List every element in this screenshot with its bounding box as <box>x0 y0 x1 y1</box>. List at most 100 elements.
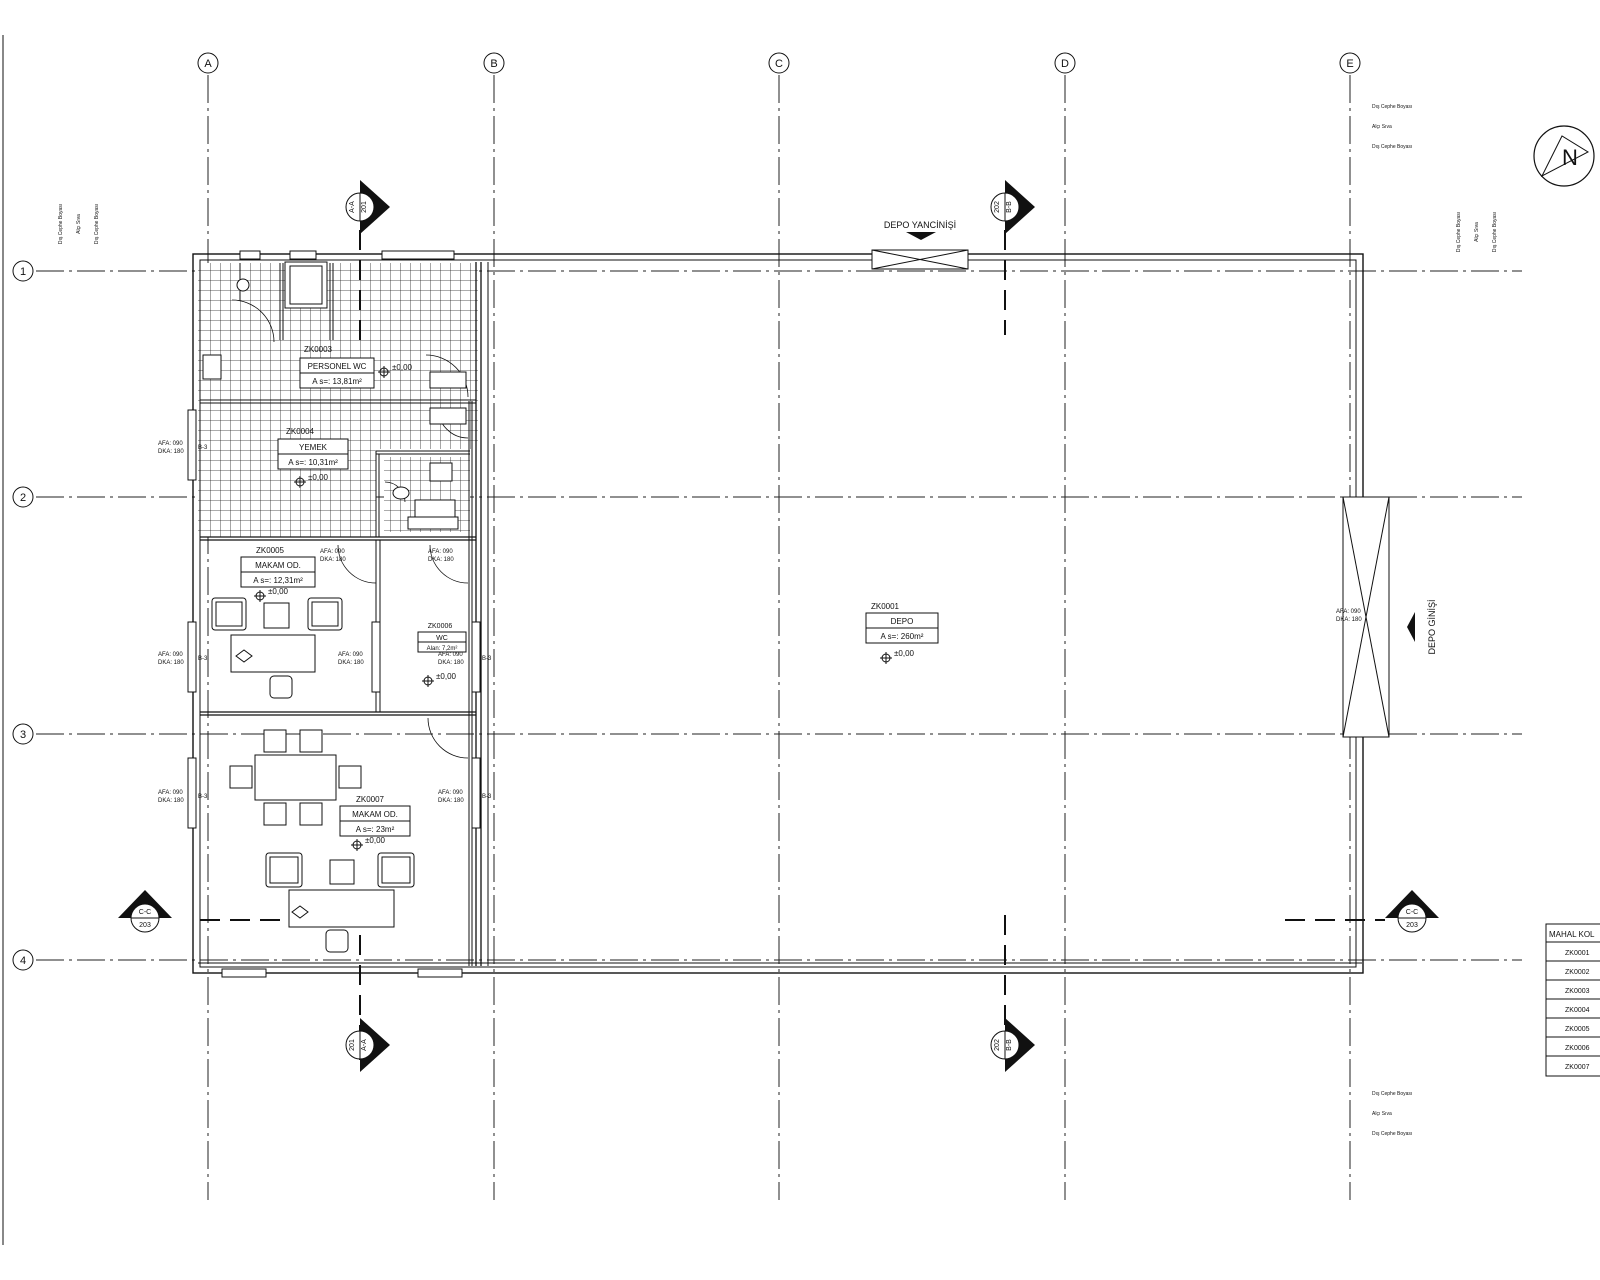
svg-text:Dış Cephe Boyası: Dış Cephe Boyası <box>58 204 64 244</box>
svg-text:203: 203 <box>139 922 151 929</box>
svg-text:202: 202 <box>994 201 1001 213</box>
svg-text:±0,00: ±0,00 <box>365 836 386 845</box>
schedule-row: ZK0006 <box>1565 1045 1590 1052</box>
svg-text:ZK0005: ZK0005 <box>256 546 285 555</box>
svg-text:DEPO YANCİNİŞİ: DEPO YANCİNİŞİ <box>884 220 956 230</box>
svg-text:ZK0007: ZK0007 <box>356 795 385 804</box>
svg-text:DEPO: DEPO <box>891 617 914 626</box>
door-tag-mid-3: AFA: 090 DKA: 180 B-3 <box>438 790 492 804</box>
svg-text:DEPO GİNİŞİ: DEPO GİNİŞİ <box>1427 599 1437 654</box>
svg-text:AFA: 090: AFA: 090 <box>158 441 183 447</box>
svg-text:±0,00: ±0,00 <box>894 649 915 658</box>
entry-label-main: DEPO GİNİŞİ <box>1407 599 1437 655</box>
svg-text:YEMEK: YEMEK <box>299 443 328 452</box>
svg-text:B-3: B-3 <box>198 445 208 451</box>
svg-text:AFA: 090: AFA: 090 <box>1336 609 1361 615</box>
door-tags: AFA: 090 DKA: 180 B-3 AFA: 090 DKA: 180 … <box>158 441 1362 804</box>
room-schedule-table: MAHAL KOL ZK0001 ZK0002 ZK0003 ZK0004 ZK… <box>1545 923 1600 1077</box>
grid-bubble-c: C <box>768 52 790 74</box>
svg-text:B-3: B-3 <box>482 656 492 662</box>
room-tag-yemek: ZK0004 YEMEK A s=: 10,31m² <box>277 427 349 470</box>
svg-text:±0,00: ±0,00 <box>392 363 413 372</box>
section-marker-aa-top: A-A 201 <box>345 180 390 234</box>
grid-bubble-e: E <box>1339 52 1361 74</box>
svg-text:N: N <box>1562 145 1578 170</box>
svg-text:DKA: 180: DKA: 180 <box>158 798 184 804</box>
door-tag-left-3: AFA: 090 DKA: 180 B-3 <box>158 790 208 804</box>
svg-text:203: 203 <box>1406 922 1418 929</box>
svg-text:Dış Cephe Boyası: Dış Cephe Boyası <box>1372 1131 1412 1137</box>
svg-text:AFA: 090: AFA: 090 <box>428 549 453 555</box>
door-tag-wc-top: AFA: 090 DKA: 180 <box>428 549 454 563</box>
svg-text:AFA: 090: AFA: 090 <box>320 549 345 555</box>
room-tag-personel-wc: ZK0003 PERSONEL WC A s=: 13,81m² <box>299 345 375 389</box>
level-marker-depo: ±0,00 <box>880 649 915 664</box>
svg-text:202: 202 <box>994 1039 1001 1051</box>
svg-text:C-C: C-C <box>1406 909 1418 916</box>
svg-text:C: C <box>775 58 783 70</box>
plumbing-fixtures <box>202 261 467 530</box>
finish-notes-right: Dış Cephe Boyası Alçı Sıva Dış Cephe Boy… <box>1456 212 1498 252</box>
entry-label-side: DEPO YANCİNİŞİ <box>884 220 956 240</box>
section-marker-bb-bottom: 202 B-B <box>990 1018 1035 1072</box>
grid-bubble-4: 4 <box>12 949 34 971</box>
svg-text:3: 3 <box>20 729 26 741</box>
svg-text:PERSONEL WC: PERSONEL WC <box>308 362 367 371</box>
schedule-row: ZK0002 <box>1565 969 1590 976</box>
svg-text:B-3: B-3 <box>198 656 208 662</box>
room-tag-makam-od-1: ZK0005 MAKAM OD. A s=: 12,31m² <box>240 546 316 588</box>
svg-text:AFA: 090: AFA: 090 <box>158 790 183 796</box>
svg-text:ZK0006: ZK0006 <box>428 623 453 630</box>
svg-text:201: 201 <box>349 1039 356 1051</box>
svg-text:Alçı Sıva: Alçı Sıva <box>76 214 82 234</box>
svg-text:Dış Cephe Boyası: Dış Cephe Boyası <box>1372 104 1412 110</box>
svg-text:B-3: B-3 <box>198 794 208 800</box>
level-marker-yemek: ±0,00 <box>294 473 329 488</box>
side-entry-door <box>871 249 969 270</box>
grid-bubble-a: A <box>197 52 219 74</box>
grid-bubble-2: 2 <box>12 486 34 508</box>
svg-text:DKA: 180: DKA: 180 <box>158 660 184 666</box>
section-marker-bb-top: 202 B-B <box>990 180 1035 234</box>
svg-text:WC: WC <box>436 635 448 642</box>
schedule-row: ZK0007 <box>1565 1064 1590 1071</box>
schedule-row: ZK0004 <box>1565 1007 1590 1014</box>
svg-text:ZK0001: ZK0001 <box>871 602 900 611</box>
svg-text:A s=: 12,31m²: A s=: 12,31m² <box>253 576 303 585</box>
svg-text:Dış Cephe Boyası: Dış Cephe Boyası <box>94 204 100 244</box>
room-tag-makam-od-2: ZK0007 MAKAM OD. A s=: 23m² <box>339 795 411 837</box>
main-entry-door <box>1342 496 1390 738</box>
door-tag-mid-2: AFA: 090 DKA: 180 B-3 <box>438 652 492 666</box>
svg-text:AFA: 090: AFA: 090 <box>438 652 463 658</box>
level-marker-makam-1: ±0,00 <box>254 587 289 602</box>
schedule-row: ZK0005 <box>1565 1026 1590 1033</box>
svg-text:A s=: 13,81m²: A s=: 13,81m² <box>312 377 362 386</box>
svg-text:Alan: 7,2m²: Alan: 7,2m² <box>427 646 458 652</box>
svg-text:C-C: C-C <box>139 909 151 916</box>
grid-bubble-b: B <box>483 52 505 74</box>
door-tag-office-top: AFA: 090 DKA: 180 <box>320 549 346 563</box>
svg-text:±0,00: ±0,00 <box>436 672 457 681</box>
door-tag-left-1: AFA: 090 DKA: 180 B-3 <box>158 441 208 455</box>
svg-text:Dış Cephe Boyası: Dış Cephe Boyası <box>1372 1091 1412 1097</box>
svg-text:201: 201 <box>361 201 368 213</box>
svg-text:4: 4 <box>20 955 26 967</box>
schedule-header: MAHAL KOL <box>1549 930 1595 939</box>
svg-text:Alçı Sıva: Alçı Sıva <box>1372 1111 1392 1117</box>
finish-notes-bottom-right: Dış Cephe Boyası Alçı Sıva Dış Cephe Boy… <box>1372 1091 1412 1137</box>
svg-text:DKA: 180: DKA: 180 <box>320 557 346 563</box>
section-marker-cc-right: C-C 203 <box>1385 890 1439 933</box>
room-tag-depo: ZK0001 DEPO A s=: 260m² <box>865 602 939 644</box>
svg-text:A s=: 23m²: A s=: 23m² <box>356 825 395 834</box>
svg-text:AFA: 090: AFA: 090 <box>158 652 183 658</box>
svg-text:B-B: B-B <box>1006 1039 1013 1051</box>
level-marker-wc: ±0,00 <box>378 363 413 378</box>
grid-bubble-1: 1 <box>12 260 34 282</box>
svg-text:Dış Cephe Boyası: Dış Cephe Boyası <box>1456 212 1462 252</box>
level-markers: ±0,00 ±0,00 ±0,00 ±0,00 ±0,00 ±0,00 <box>254 363 915 851</box>
svg-text:DKA: 180: DKA: 180 <box>438 798 464 804</box>
svg-text:A s=: 10,31m²: A s=: 10,31m² <box>288 458 338 467</box>
finish-notes-top-right: Dış Cephe Boyası Alçı Sıva Dış Cephe Boy… <box>1372 104 1412 150</box>
door-tag-main-entry: AFA: 090 DKA: 180 <box>1336 609 1362 623</box>
